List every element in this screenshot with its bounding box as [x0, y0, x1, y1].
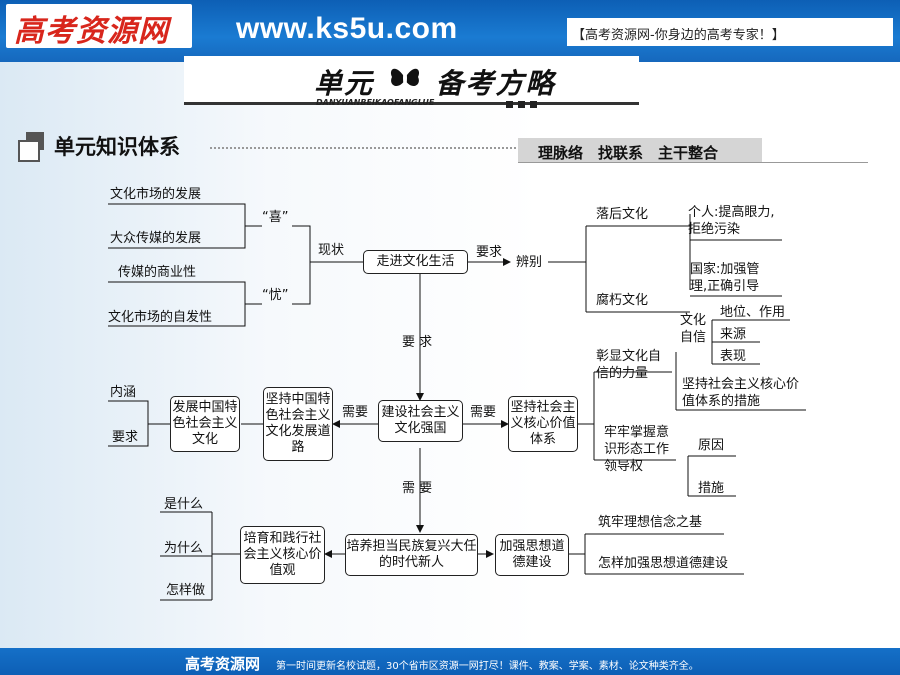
node-zoujin-wenhua: 走进文化生活 [363, 250, 468, 274]
butterfly-icon [386, 63, 424, 100]
node-peiyu-jianxing: 培育和践行社会主义核心价值观 [240, 526, 325, 584]
node-fuxiu-wenhua: 腐朽文化 [596, 293, 649, 308]
node-peiyang-xinren: 培养担当民族复兴大任的时代新人 [345, 534, 478, 576]
slogan: 【高考资源网-你身边的高考专家！】 [572, 28, 785, 43]
node-laiyuan: 来源 [720, 327, 747, 342]
node-zhulao-lixiang: 筑牢理想信念之基 [598, 515, 703, 530]
footer-bar [0, 648, 900, 675]
node-chuanmei-shangyexing: 传媒的商业性 [118, 265, 197, 280]
node-dazhong-chuanmei: 大众传媒的发展 [110, 231, 202, 246]
node-zenyangzuo: 怎样做 [166, 583, 206, 598]
node-wenhua-shichang-fazhan: 文化市场的发展 [110, 187, 202, 202]
banner-square [518, 101, 525, 108]
node-guojia: 国家:加强管理,正确引导 [690, 262, 760, 294]
label-xuyao-right: 需要 [470, 405, 497, 420]
label-xuyao-left: 需要 [342, 405, 369, 420]
banner-title-left: 单元 [314, 67, 375, 100]
section-icon-frame [18, 140, 40, 162]
node-neihan: 内涵 [110, 385, 137, 400]
slogan-box [567, 18, 893, 46]
node-jianshe-qiangguo: 建设社会主义文化强国 [378, 400, 463, 442]
node-biaoxian: 表现 [720, 349, 747, 364]
node-xi: “喜” [262, 210, 289, 225]
label-xianzhuang: 现状 [318, 243, 345, 258]
node-zenyang-jiaqiang: 怎样加强思想道德建设 [598, 556, 729, 571]
node-laolao-zhangwo: 牢牢掌握意识形态工作领导权 [604, 425, 670, 474]
node-jianchi-hexin-tixi: 坚持社会主义核心价值体系 [508, 396, 578, 452]
node-diwei-zuoyong: 地位、作用 [720, 305, 786, 320]
logo-box [6, 4, 192, 48]
node-luohou-wenhua: 落后文化 [596, 207, 649, 222]
node-weishenme: 为什么 [164, 541, 204, 556]
site-logo[interactable]: 高考资源网 [14, 14, 169, 49]
banner-square [506, 101, 513, 108]
node-wenhua-zifaxing: 文化市场的自发性 [108, 310, 213, 325]
banner-title-right: 备考方略 [435, 67, 556, 100]
node-zhangxian-zixin: 彰显文化自信的力量 [596, 349, 662, 381]
node-wenhua-zixin: 文化自信 [680, 313, 707, 345]
node-jiaqiang-daode: 加强思想道德建设 [495, 534, 569, 576]
node-fazhan-zhongguo-wenhua: 发展中国特色社会主义文化 [170, 396, 240, 452]
node-you: “忧” [262, 288, 289, 303]
section-underline [518, 162, 868, 163]
label-yaoqiu-vertical: 要 求 [402, 335, 433, 350]
node-jianchi-zhongguo-daolu: 坚持中国特色社会主义文化发展道路 [263, 387, 333, 461]
banner-title: 单元 备考方略 [314, 62, 556, 102]
section-tag: 理脉络 找联系 主干整合 [538, 144, 719, 162]
node-geren: 个人:提高眼力,拒绝污染 [688, 205, 775, 237]
site-url[interactable]: www.ks5u.com [236, 12, 458, 45]
footer-brand[interactable]: 高考资源网 [185, 655, 261, 673]
banner-square [530, 101, 537, 108]
node-yaoqiu-left: 要求 [112, 430, 139, 445]
node-jianchi-hexin-cuoshi: 坚持社会主义核心价值体系的措施 [682, 377, 800, 409]
node-cuoshi: 措施 [698, 481, 725, 496]
node-bianbie: 辨别 [516, 255, 543, 270]
node-yuanyin: 原因 [698, 438, 725, 453]
banner-subtitle: DANYUANBEIKAOFANGLUE [316, 98, 435, 107]
section-divider [210, 147, 516, 149]
label-yaoqiu: 要求 [476, 245, 503, 260]
section-tag-bg [518, 138, 762, 162]
node-shishenme: 是什么 [164, 497, 204, 512]
section-title: 单元知识体系 [54, 135, 180, 159]
footer-text: 第一时间更新名校试题，30个省市区资源一网打尽！课件、教案、学案、素材、论文种类… [276, 661, 699, 672]
label-xuyao-down: 需 要 [402, 481, 433, 496]
